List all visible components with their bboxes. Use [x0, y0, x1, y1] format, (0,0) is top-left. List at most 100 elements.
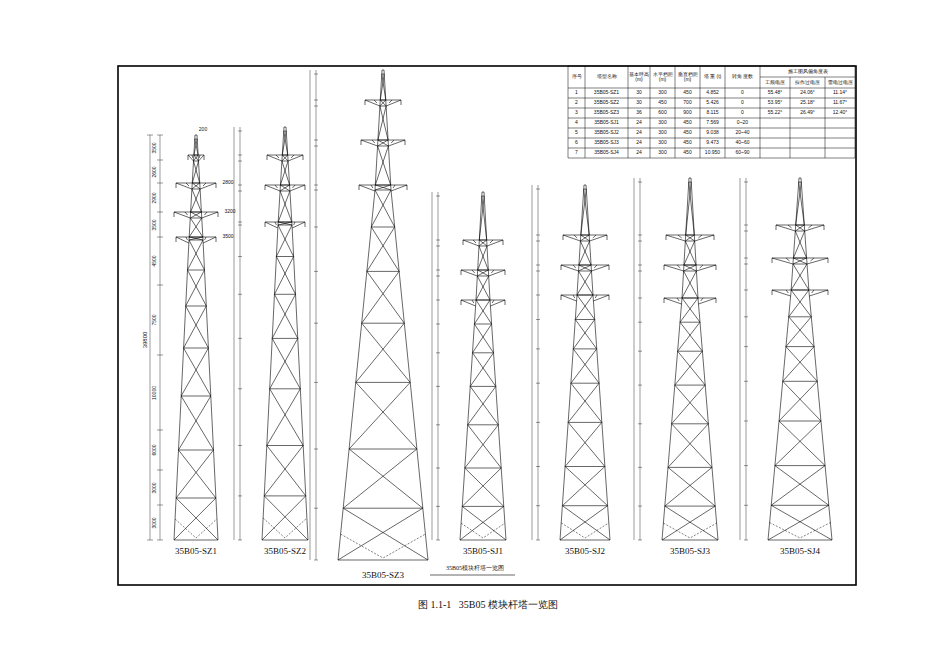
lattice-tower	[768, 178, 832, 540]
table-cell: 36	[636, 110, 642, 115]
table-cell: 9.038	[706, 130, 719, 135]
dimension-value: 2600	[152, 166, 157, 177]
tower-diaphragm	[175, 519, 217, 538]
tower-diaphragm	[341, 534, 426, 558]
table-cell: 24	[636, 120, 642, 125]
table-cell: 0	[741, 90, 744, 95]
drawing-frame	[118, 66, 856, 585]
dimension-line	[634, 178, 642, 540]
table-cell: 300	[658, 120, 666, 125]
dimension-value: 3000	[152, 517, 157, 528]
table-cell: 4	[575, 120, 578, 125]
table-cell: 7.569	[706, 120, 719, 125]
dimension-line	[234, 127, 242, 540]
table-cell: 8.115	[706, 110, 718, 115]
table-header: 施工图风偏角度表	[788, 69, 828, 74]
table-cell: 5.426	[706, 100, 719, 105]
table-header: 塔型名称	[586, 74, 628, 79]
table-cell: 24	[636, 140, 642, 145]
tower-name: 35B05-SJ1	[463, 547, 503, 556]
dimension-value: 4500	[152, 255, 157, 266]
lattice-tower	[560, 185, 610, 540]
tower-diaphragm	[770, 523, 831, 538]
note-underline	[430, 575, 515, 576]
tower-name: 35B05-SJ3	[670, 547, 710, 556]
table-cell: 3	[575, 110, 578, 115]
table-cell: 300	[658, 130, 666, 135]
table-cell: 900	[683, 110, 691, 115]
table-cell: 20~40	[735, 130, 749, 135]
table-cell: 11.67°	[833, 100, 847, 105]
table-header: 基本呼高 (m)	[629, 72, 650, 83]
table-cell: 53.95°	[768, 100, 783, 105]
figure-caption: 图 1.1-1 35B05 模块杆塔一览图	[418, 600, 558, 611]
table-cell: 450	[683, 120, 691, 125]
table-header: 塔 重 (t)	[701, 74, 725, 79]
tower-name: 35B05-SZ1	[175, 547, 217, 556]
table-header: 操作过电压	[795, 80, 820, 85]
table-cell: 450	[683, 90, 691, 95]
tower-diaphragm	[263, 518, 307, 538]
table-header: 序号	[569, 74, 585, 79]
table-cell: 4.852	[706, 90, 719, 95]
dimension-value: 6000	[152, 444, 157, 455]
table-cell: 35B05-SZ3	[594, 110, 619, 115]
data-table-grid	[568, 66, 855, 158]
dimension-value: 10000	[152, 386, 157, 400]
tower-name: 35B05-SZ2	[264, 547, 306, 556]
table-cell: 450	[683, 150, 691, 155]
table-cell: 7	[575, 150, 578, 155]
table-cell: 300	[658, 150, 666, 155]
dimension-line	[147, 135, 163, 540]
dimension-value: 3500	[152, 219, 157, 230]
table-cell: 35B05-SZ1	[594, 90, 619, 95]
lattice-tower	[338, 70, 428, 560]
table-cell: 40~60	[735, 140, 749, 145]
tower-diaphragm	[663, 523, 716, 538]
table-header: 转角 度数	[726, 74, 760, 79]
dimension-value: 3200	[224, 209, 235, 214]
dimension-value: 39800	[142, 332, 148, 349]
dimension-value: 200	[199, 127, 207, 132]
lattice-tower	[460, 192, 506, 540]
table-cell: 35B05-SJ2	[594, 130, 619, 135]
table-cell: 0	[741, 110, 744, 115]
table-cell: 24.06°	[800, 90, 815, 95]
table-cell: 2	[575, 100, 578, 105]
table-cell: 35B05-SJ3	[594, 140, 619, 145]
table-cell: 25.18°	[800, 100, 815, 105]
table-cell: 0	[741, 100, 744, 105]
tower-name: 35B05-SJ2	[565, 547, 605, 556]
table-header: 垂直档距 (m)	[676, 72, 700, 83]
table-cell: 700	[683, 100, 691, 105]
dimension-value: 2800	[222, 180, 233, 185]
table-cell: 35B05-SJ1	[594, 120, 619, 125]
dimension-value: 3500	[222, 234, 233, 239]
table-cell: 24	[636, 150, 642, 155]
table-cell: 1	[575, 90, 578, 95]
table-cell: 24	[636, 130, 642, 135]
table-cell: 11.14°	[833, 90, 847, 95]
lattice-tower	[662, 178, 718, 540]
table-cell: 5	[575, 130, 578, 135]
note-text: 35B05模块杆塔一览图	[446, 565, 504, 571]
table-header: 雷电过电压	[828, 80, 853, 85]
table-cell: 35B05-SJ4	[594, 150, 619, 155]
dimension-line	[532, 185, 540, 540]
table-cell: 0~20	[737, 120, 748, 125]
table-cell: 450	[683, 140, 691, 145]
table-cell: 450	[683, 130, 691, 135]
table-header: 工频电压	[765, 80, 785, 85]
table-cell: 600	[658, 110, 666, 115]
dimension-line	[310, 70, 318, 560]
dimension-value: 2900	[152, 192, 157, 203]
tower-diaphragm	[561, 523, 609, 538]
lattice-tower	[262, 127, 308, 540]
table-cell: 450	[658, 100, 666, 105]
dimension-line	[740, 178, 748, 540]
dimension-line	[432, 192, 440, 540]
table-cell: 55.22°	[768, 110, 783, 115]
table-cell: 300	[658, 140, 666, 145]
table-cell: 9.473	[706, 140, 719, 145]
table-cell: 10.950	[705, 150, 720, 155]
